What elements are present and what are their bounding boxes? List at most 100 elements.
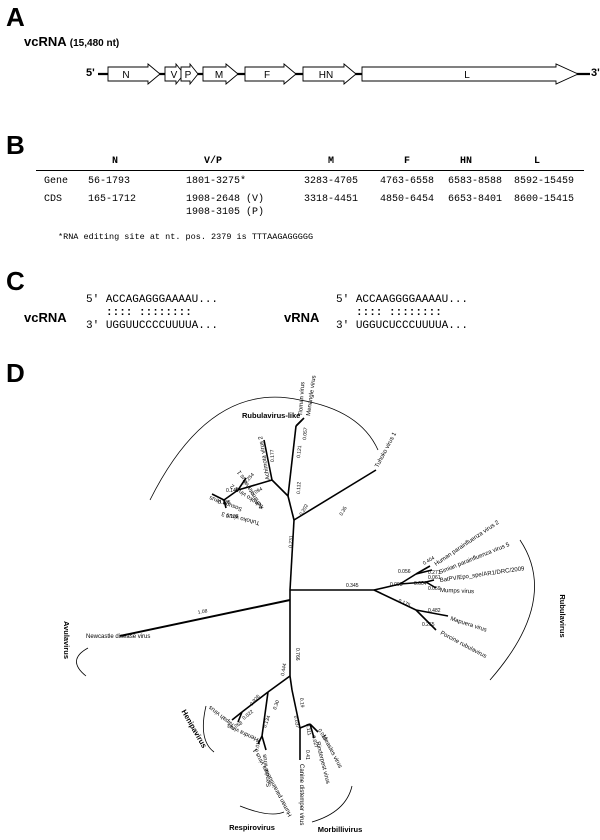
vcrna-match: :::: :::::::: [106, 307, 192, 319]
branch-value: 0.059 [428, 586, 441, 592]
gene-arrow-v [164, 62, 185, 86]
taxon-mapuera: Mapuera virus [449, 616, 487, 633]
gene-label-hn: HN [319, 70, 333, 81]
genome-3prime: 3' [591, 67, 600, 79]
bracket-rubulavirus-like [149, 396, 379, 501]
branch-value: 0.444 [280, 663, 288, 677]
bracket-henipavirus [202, 705, 215, 753]
vcrna-label: vcRNA [24, 310, 67, 325]
branch-value: 0.404 [422, 555, 436, 567]
branch-value: 0.175 [397, 598, 411, 608]
branch-value: 0.037 [292, 715, 300, 729]
branch-value: 0.30 [272, 699, 281, 710]
branch-value: 0.094 [250, 486, 264, 498]
vcrna-3prime: 3' [86, 320, 100, 332]
vcrna-pairing: 5' ACCAGAGGGAAAAU... :::: :::::::: 3' UG… [86, 294, 218, 333]
branch-value: 0.19 [298, 698, 305, 709]
row-gene-n: 56-1793 [88, 176, 131, 187]
clade-rubulavirus: Rubulavirus [558, 594, 567, 637]
gene-label-l: L [464, 70, 470, 81]
panel-letter-d: D [6, 358, 25, 388]
genome-map: N V P M F HN L [98, 62, 590, 86]
vrna-match: :::: :::::::: [356, 307, 442, 319]
branch-value: 0.271 [428, 570, 441, 576]
row-cds-hn: 6653-8401 [448, 194, 503, 205]
vcrna-top-seq: ACCAGAGGGAAAAU... [105, 294, 219, 306]
gene-label-p: P [185, 70, 192, 81]
header-m: M [328, 156, 335, 167]
vcrna-5prime: 5' [86, 294, 100, 306]
branch-value: 0.135 [218, 500, 231, 506]
taxon-menangle: Menangle virus [306, 375, 318, 416]
taxon-newcastle: Newcastle disease virus [86, 634, 150, 640]
row-gene-l: 8592-15459 [514, 176, 575, 187]
branch-value: 0.057 [302, 427, 309, 440]
clade-avulavirus: Avulavirus [62, 621, 71, 659]
taxon-tioman: Tioman virus [298, 382, 306, 416]
vcrna-bottom-seq: UGGUUCCCCUUUUA... [105, 320, 219, 332]
genome-length: (15,480 nt) [69, 38, 120, 49]
branch-value: 0.058 [230, 720, 244, 732]
row-cds-m: 3318-4451 [304, 194, 359, 205]
branch-value: 0.111 [304, 723, 312, 736]
taxon-sendai: Sendai virus [262, 754, 273, 788]
branch-value: 0.093 [390, 582, 403, 588]
gene-arrow-f [244, 63, 297, 85]
bracket-rubulavirus [489, 539, 535, 681]
vrna-5prime: 5' [336, 294, 350, 306]
row-gene-vp: 1801-3275* [186, 176, 247, 187]
row-gene-label: Gene [44, 176, 69, 187]
branch-value: 0.766 [294, 648, 300, 661]
gene-arrow-l [361, 63, 580, 85]
gene-arrow-m [202, 63, 239, 85]
vrna-top-seq: ACCAAGGGGAAAAU... [355, 294, 469, 306]
taxon-hpiv1: Human parainfluenza virus 1 [252, 746, 293, 817]
table-footnote: *RNA editing site at nt. pos. 2379 is TT… [58, 232, 314, 242]
header-n: N [112, 156, 119, 167]
panel-letter-c: C [6, 266, 25, 296]
branch-value: 0.35 [339, 505, 349, 517]
branch-value: 0.018 [316, 728, 328, 742]
table-rule [36, 170, 584, 171]
branch-value: 0.604 [414, 581, 427, 587]
clade-rubulavirus-like: Rubulavirus-like [242, 411, 300, 420]
branch-value: 0.202 [299, 503, 311, 517]
panel-letter-b: B [6, 130, 25, 160]
bracket-morbillivirus [311, 785, 353, 823]
gene-arrow-hn [302, 63, 357, 85]
branch-value: 0.231 [288, 535, 295, 548]
taxon-porcine-rubulavirus: Porcine rubulavirus [439, 630, 487, 659]
vrna-label: vRNA [284, 310, 320, 325]
header-hn: HN [460, 156, 473, 167]
branch-value: 0.108 [226, 514, 239, 520]
panel-letter-a: A [6, 2, 25, 32]
branch-value: 0.121 [296, 445, 303, 458]
branch-value: 0.056 [398, 569, 411, 575]
gene-arrow-n [107, 63, 161, 85]
branch-value: 0.061 [428, 575, 441, 581]
branch-value: 0.016 [254, 739, 263, 753]
branch-value: 0.926 [249, 694, 262, 708]
header-l: L [534, 156, 541, 167]
branch-value: 0.41 [304, 750, 310, 760]
row-cds-f: 4850-6454 [380, 194, 435, 205]
gene-arrow-p [180, 62, 199, 86]
row-cds-label: CDS [44, 194, 63, 205]
clade-respirovirus: Respirovirus [229, 823, 275, 832]
branch-value: 0.265 [422, 622, 435, 628]
genome-title-label: vcRNA [24, 34, 67, 49]
header-vp: V/P [204, 156, 223, 167]
branch-value: 0.027 [310, 735, 319, 749]
row-cds-l: 8600-15415 [514, 194, 575, 205]
gene-label-n: N [122, 70, 129, 81]
bracket-avulavirus [76, 647, 89, 677]
row-cds-v: 1908-2648 (V) [186, 194, 265, 205]
branch-value: 0.134 [262, 715, 272, 729]
clade-brackets [76, 396, 535, 823]
gene-label-f: F [264, 70, 270, 81]
row-cds-n: 165-1712 [88, 194, 137, 205]
branch-value: 0.177 [270, 449, 276, 462]
genome-title: vcRNA (15,480 nt) [24, 34, 119, 49]
branch-value: 0.145 [226, 488, 239, 494]
